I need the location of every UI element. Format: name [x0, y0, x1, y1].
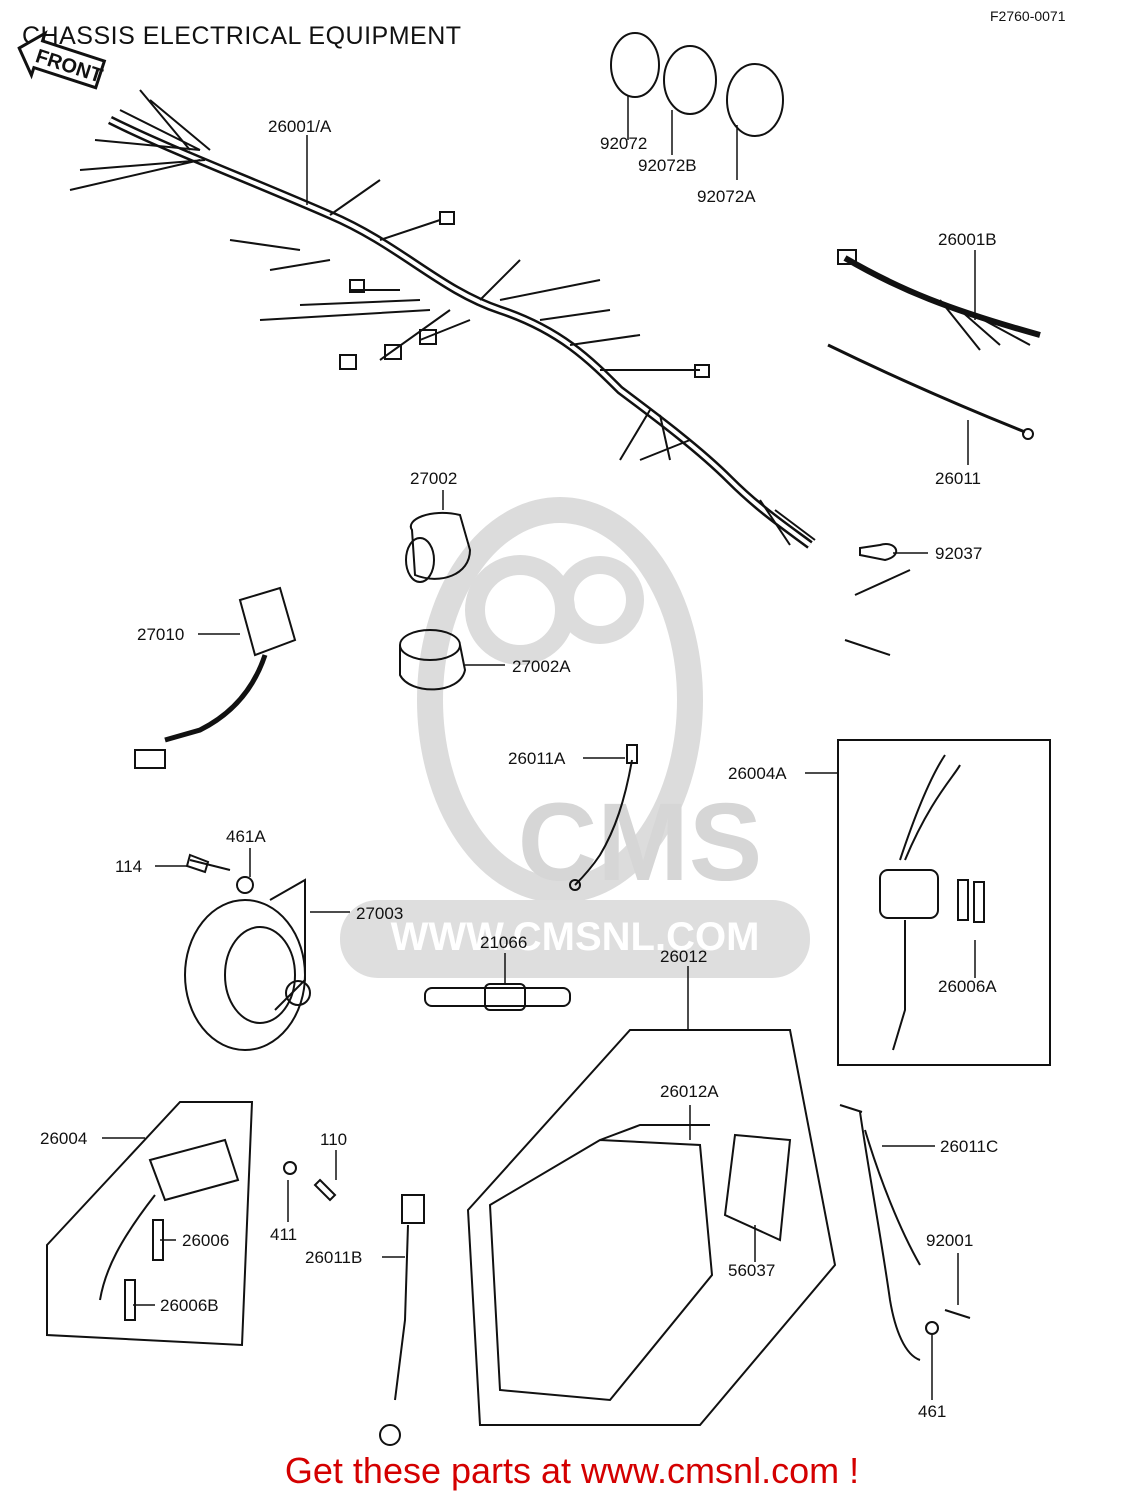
screw-110 — [313, 1178, 337, 1202]
regulator-26004A-box — [837, 739, 1051, 1066]
horn-27003 — [184, 878, 311, 1051]
figure-code: F2760-0071 — [990, 8, 1066, 24]
battery-26012-box — [466, 1029, 837, 1426]
leader-lines — [102, 95, 976, 1400]
washer-461A — [236, 876, 254, 894]
diagram-title: CHASSIS ELECTRICAL EQUIPMENT — [22, 22, 462, 50]
label-26001B: 26001B — [938, 230, 997, 249]
watermark: WWW.CMSNL.COM CMS — [340, 497, 810, 978]
label-27010: 27010 — [137, 625, 185, 644]
label-27002: 27002 — [410, 469, 458, 488]
band-92072 — [610, 32, 660, 98]
regulator-26004-box — [46, 1101, 254, 1347]
label-26011B: 26011B — [305, 1248, 363, 1267]
label-21066: 21066 — [480, 933, 528, 952]
label-26011A: 26011A — [508, 749, 566, 768]
bolt-92001 — [944, 1309, 971, 1319]
label-114: 114 — [115, 857, 143, 876]
main-wiring-harness — [69, 89, 816, 549]
sub-harness-26001B — [837, 249, 1041, 351]
lead-26011B — [379, 1194, 425, 1446]
label-92072B: 92072B — [638, 156, 697, 175]
lead-26011 — [827, 343, 1034, 440]
washer-461 — [925, 1321, 939, 1335]
label-92072: 92072 — [600, 134, 648, 153]
label-26011C: 26011C — [940, 1137, 999, 1156]
band-92072B — [663, 45, 717, 115]
label-26006: 26006 — [182, 1231, 230, 1250]
label-26006A: 26006A — [938, 977, 997, 996]
switch-27010 — [134, 586, 297, 769]
band-92072A — [726, 63, 784, 137]
lead-26011A — [569, 744, 638, 891]
label-26012: 26012 — [660, 947, 708, 966]
label-26001A: 26001/A — [268, 117, 332, 136]
label-92001: 92001 — [926, 1231, 974, 1250]
label-411: 411 — [270, 1225, 298, 1244]
label-26004: 26004 — [40, 1129, 88, 1148]
label-110: 110 — [320, 1130, 348, 1149]
label-56037: 56037 — [728, 1261, 776, 1280]
label-26006B: 26006B — [160, 1296, 219, 1315]
label-26011: 26011 — [935, 469, 982, 488]
watermark-url: WWW.CMSNL.COM — [391, 915, 760, 959]
front-arrow: FRONT — [17, 30, 107, 90]
lead-26011C — [839, 1104, 921, 1361]
watermark-logo: CMS — [518, 781, 762, 904]
label-92037: 92037 — [935, 544, 983, 563]
bolt-114 — [185, 853, 231, 874]
relay-27002 — [405, 511, 472, 583]
relay-27002A — [399, 629, 467, 691]
label-461: 461 — [918, 1402, 947, 1421]
fuse-holder-21066 — [424, 983, 571, 1011]
label-461A: 461A — [226, 827, 266, 846]
label-27003: 27003 — [356, 904, 404, 923]
footer-link[interactable]: Get these parts at www.cmsnl.com ! — [284, 1450, 860, 1491]
washer-411 — [283, 1161, 297, 1175]
clamp-92037 — [844, 543, 911, 656]
label-26012A: 26012A — [660, 1082, 719, 1101]
label-27002A: 27002A — [512, 657, 571, 676]
label-26004A: 26004A — [728, 764, 787, 783]
label-92072A: 92072A — [697, 187, 756, 206]
